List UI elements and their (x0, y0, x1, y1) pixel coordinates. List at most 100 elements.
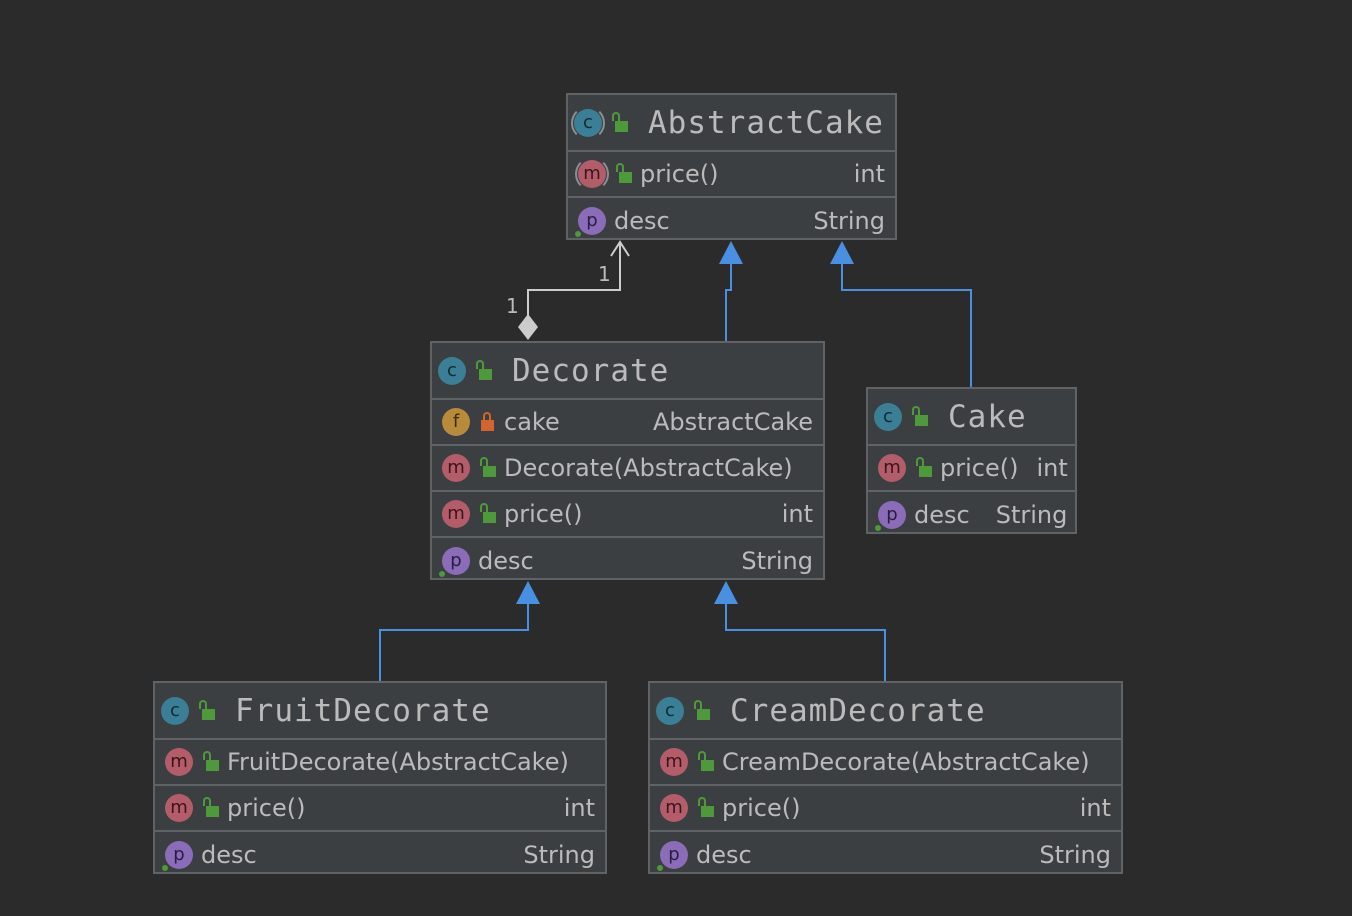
private-lock-icon (480, 412, 496, 432)
method-icon: m (442, 500, 470, 528)
public-lock-icon (698, 797, 714, 818)
property-icon: p (162, 841, 193, 871)
property-row[interactable]: p desc String (868, 492, 1075, 538)
class-icon: c (656, 696, 684, 725)
abstract-class-icon: c (574, 108, 602, 137)
multiplicity-source: 1 (506, 294, 519, 318)
class-name: Cake (948, 398, 1027, 435)
member-name: Decorate(AbstractCake) (504, 454, 793, 482)
class-name: AbstractCake (648, 104, 884, 141)
property-icon: p (875, 501, 906, 531)
member-type: AbstractCake (652, 408, 813, 436)
member-type: String (995, 501, 1068, 529)
property-icon: p (439, 547, 470, 577)
public-lock-icon (203, 751, 219, 772)
property-row[interactable]: p desc String (568, 198, 895, 244)
property-row[interactable]: p desc String (155, 832, 605, 878)
member-name: price() (227, 794, 306, 822)
member-name: price() (940, 454, 1019, 482)
method-icon: m (442, 454, 470, 482)
public-lock-icon (912, 405, 928, 427)
class-header: c AbstractCake (568, 95, 895, 152)
abstract-method-icon: m (578, 160, 606, 188)
inheritance-line-cream-decorate (725, 603, 886, 681)
inheritance-arrow-cream-decorate (714, 581, 738, 604)
member-type: int (1079, 794, 1111, 822)
member-type: int (781, 500, 813, 528)
public-lock-icon (203, 797, 219, 818)
inheritance-arrow-cake (830, 241, 854, 264)
inheritance-line-fruit-decorate (379, 603, 529, 681)
class-name: CreamDecorate (730, 692, 986, 729)
public-lock-icon (480, 503, 496, 524)
member-name: desc (478, 547, 534, 575)
public-lock-icon (698, 751, 714, 772)
constructor-row[interactable]: m FruitDecorate(AbstractCake) (155, 740, 605, 786)
member-type: String (523, 841, 595, 869)
constructor-row[interactable]: m CreamDecorate(AbstractCake) (650, 740, 1121, 786)
field-row[interactable]: f cake AbstractCake (432, 400, 823, 446)
public-lock-icon (612, 111, 628, 133)
member-name: price() (722, 794, 801, 822)
method-row[interactable]: m price() int (650, 786, 1121, 832)
member-type: int (563, 794, 595, 822)
public-lock-icon (616, 163, 632, 184)
member-name: cake (504, 408, 560, 436)
method-row[interactable]: m price() int (155, 786, 605, 832)
public-lock-icon (476, 359, 492, 381)
class-node-fruit-decorate[interactable]: c FruitDecorate m FruitDecorate(Abstract… (153, 681, 607, 874)
class-node-cake[interactable]: c Cake m price() int p desc String (866, 387, 1077, 534)
class-icon: c (438, 356, 466, 385)
method-row[interactable]: m price() int (568, 152, 895, 198)
method-icon: m (165, 748, 193, 776)
class-name: Decorate (512, 352, 670, 389)
property-row[interactable]: p desc String (432, 538, 823, 584)
member-name: desc (201, 841, 257, 869)
class-node-cream-decorate[interactable]: c CreamDecorate m CreamDecorate(Abstract… (648, 681, 1123, 874)
member-name: desc (696, 841, 752, 869)
property-row[interactable]: p desc String (650, 832, 1121, 878)
method-icon: m (165, 794, 193, 822)
class-node-decorate[interactable]: c Decorate f cake AbstractCake m Decorat… (430, 341, 825, 580)
class-header: c Cake (868, 389, 1075, 446)
member-name: desc (614, 207, 670, 235)
multiplicity-target: 1 (598, 262, 611, 286)
method-icon: m (660, 748, 688, 776)
inheritance-line-decorate (725, 263, 732, 341)
class-icon: c (874, 402, 902, 431)
field-icon: f (442, 408, 470, 436)
public-lock-icon (199, 699, 215, 721)
method-row[interactable]: m price() int (868, 446, 1075, 492)
public-lock-icon (916, 457, 932, 478)
public-lock-icon (694, 699, 710, 721)
property-icon: p (575, 207, 606, 237)
composition-diamond (518, 314, 538, 340)
class-header: c FruitDecorate (155, 683, 605, 740)
public-lock-icon (480, 457, 496, 478)
inheritance-arrow-fruit-decorate (516, 581, 540, 604)
member-name: desc (914, 501, 970, 529)
inheritance-arrow-decorate (719, 241, 743, 264)
member-type: int (1036, 454, 1068, 482)
class-header: c Decorate (432, 343, 823, 400)
member-type: String (741, 547, 813, 575)
member-type: String (813, 207, 885, 235)
class-node-abstract-cake[interactable]: c AbstractCake m price() int p desc Stri… (566, 93, 897, 240)
property-icon: p (657, 841, 688, 871)
member-name: price() (640, 160, 719, 188)
method-row[interactable]: m price() int (432, 492, 823, 538)
member-type: int (853, 160, 885, 188)
member-type: String (1039, 841, 1111, 869)
class-icon: c (161, 696, 189, 725)
method-icon: m (878, 454, 906, 482)
constructor-row[interactable]: m Decorate(AbstractCake) (432, 446, 823, 492)
composition-line (527, 242, 621, 315)
method-icon: m (660, 794, 688, 822)
member-name: price() (504, 500, 583, 528)
class-header: c CreamDecorate (650, 683, 1121, 740)
member-name: FruitDecorate(AbstractCake) (227, 748, 569, 776)
composition-open-arrow (610, 240, 630, 257)
member-name: CreamDecorate(AbstractCake) (722, 748, 1090, 776)
class-name: FruitDecorate (235, 692, 491, 729)
